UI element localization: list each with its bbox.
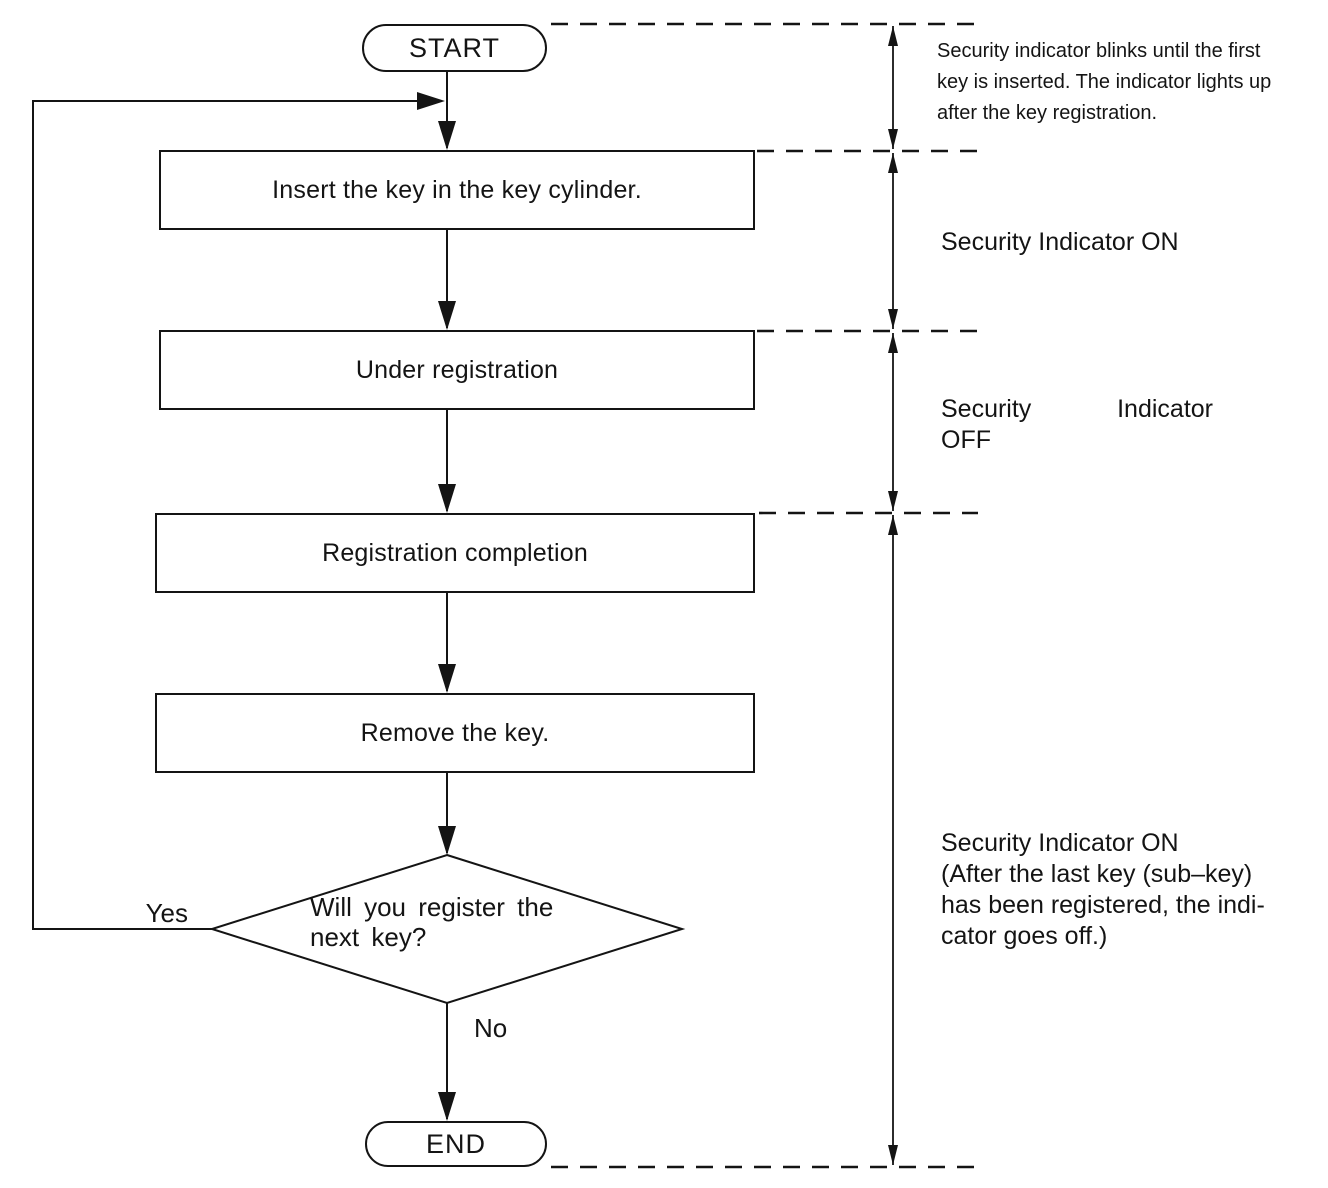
annotation-indicator-off-line2: OFF [941,426,991,454]
step-label: Under registration [355,355,559,384]
arrowhead-into-step4 [438,664,456,693]
start-terminator: START [362,24,547,72]
yes-loop-line [32,100,440,930]
arrowhead-into-decision [438,826,456,855]
step-label: Registration completion [322,538,588,567]
annotation-word: Indicator [1117,395,1213,423]
decision-no-label: No [474,1013,508,1043]
step-label: Insert the key in the key cylinder. [272,175,642,204]
annotation-indicator-on: Security Indicator ON [941,228,1179,256]
process-step-remove-key: Remove the key. [155,693,755,773]
measure-arrowhead [888,153,898,173]
process-step-insert-key: Insert the key in the key cylinder. [159,150,755,230]
annotation-blink-note: Security indicator blinks until the firs… [937,40,1272,124]
arrowhead-yes-junction [417,92,445,110]
end-terminator: END [365,1121,547,1167]
measure-arrowhead [888,491,898,511]
measure-arrowhead [888,333,898,353]
measure-arrowhead [888,1145,898,1165]
decision-question-label: Will you register the next key? [310,892,554,952]
annotation-word: Security [941,395,1032,423]
decision-diamond-shape [208,853,686,1005]
decision-yes-label: Yes [145,898,188,928]
arrowhead-into-step3 [438,484,456,513]
annotation-indicator-on-last: Security Indicator ON (After the last ke… [941,829,1265,950]
process-step-registration-completion: Registration completion [155,513,755,593]
measure-arrowhead [888,515,898,535]
arrowhead-into-step2 [438,301,456,330]
end-label: END [425,1128,486,1159]
annotation-indicator-off-line1: Security Indicator [941,394,1213,425]
arrowhead-into-end [438,1092,456,1121]
measure-arrowhead [888,309,898,329]
measure-arrowhead [888,26,898,46]
process-step-under-registration: Under registration [159,330,755,410]
measure-arrowhead [888,129,898,149]
start-label: START [408,32,500,63]
annotation-indicator-off: Security Indicator OFF [941,394,1217,456]
step-label: Remove the key. [360,718,550,747]
arrowhead-into-step1 [438,121,456,150]
